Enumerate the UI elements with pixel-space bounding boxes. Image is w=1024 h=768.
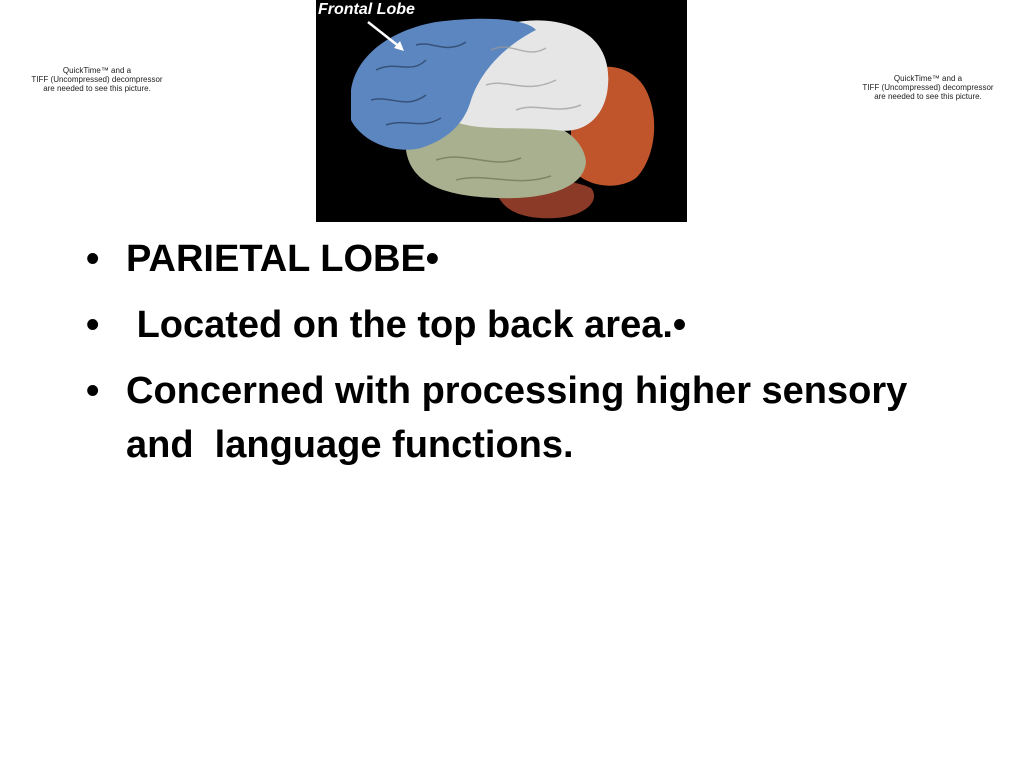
bullet-marker: • [86,238,100,280]
figure-caption: Frontal Lobe [318,1,415,18]
placeholder-line: are needed to see this picture. [874,92,982,101]
brain-illustration [316,0,687,222]
placeholder-line: TIFF (Uncompressed) decompressor [31,75,163,84]
frontal-region [351,18,536,150]
bullet-marker: • [86,304,100,346]
bullet-text: Located on the top back area.• [126,304,687,346]
bullet-item: • Located on the top back area.• [86,298,966,352]
bullet-marker: • [86,370,100,412]
bullet-text: Concerned with processing higher sensory… [126,370,918,466]
placeholder-line: TIFF (Uncompressed) decompressor [862,83,994,92]
quicktime-placeholder-right: QuickTime™ and a TIFF (Uncompressed) dec… [852,74,1004,101]
bullet-item: • Concerned with processing higher senso… [86,364,966,472]
bullet-list: • PARIETAL LOBE• • Located on the top ba… [86,232,966,484]
placeholder-line: QuickTime™ and a [62,66,132,75]
brain-lobes-image: Frontal Lobe [316,0,687,222]
placeholder-line: are needed to see this picture. [43,84,151,93]
bullet-item: • PARIETAL LOBE• [86,232,966,286]
quicktime-placeholder-left: QuickTime™ and a TIFF (Uncompressed) dec… [18,66,176,93]
bullet-text: PARIETAL LOBE• [126,238,440,280]
placeholder-line: QuickTime™ and a [893,74,963,83]
arrow-icon [367,21,402,49]
